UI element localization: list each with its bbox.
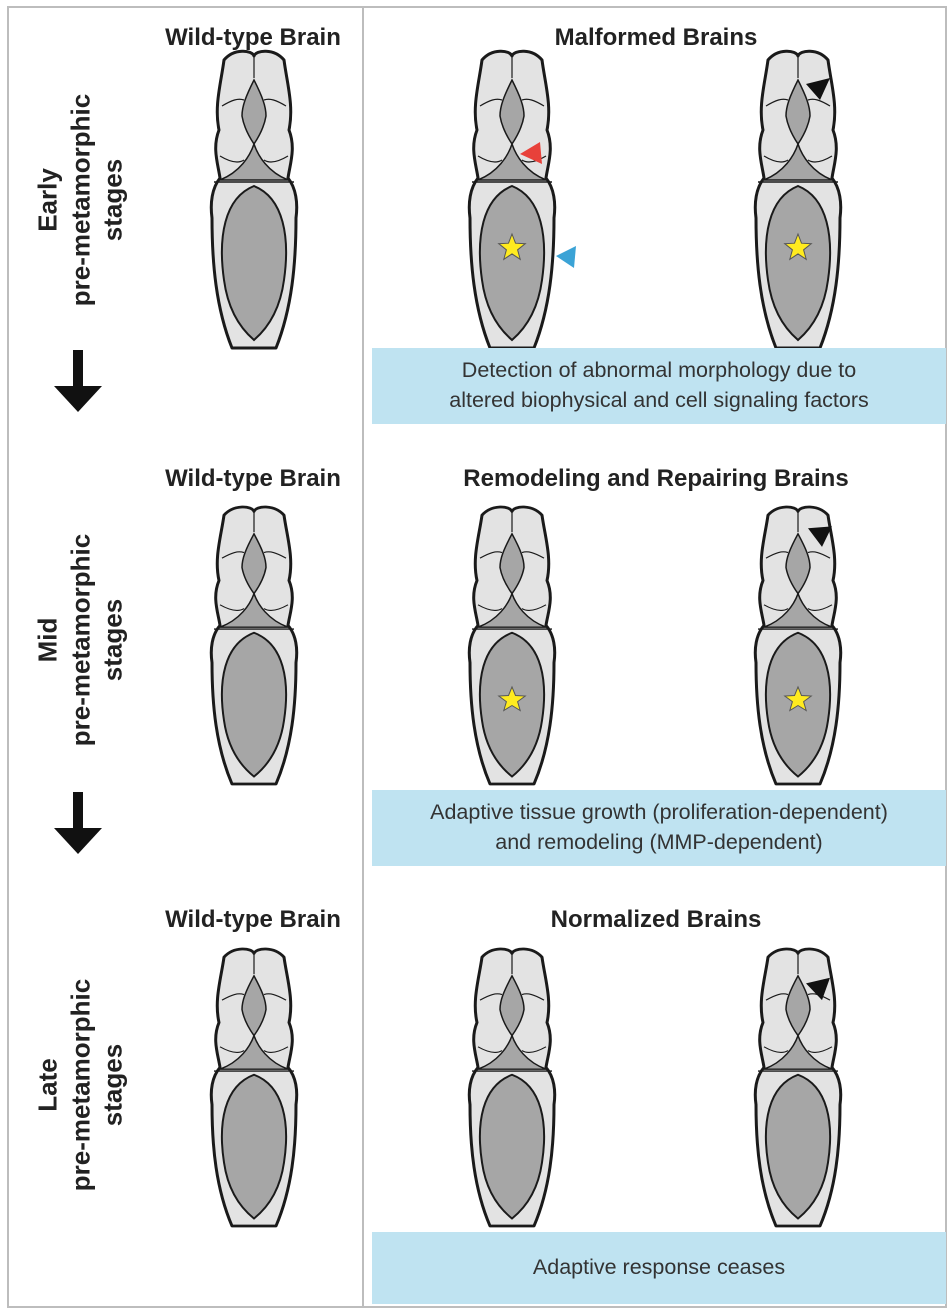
wildtype-brain-late: [184, 946, 324, 1226]
stage-name: Mid: [31, 534, 64, 746]
note-line: and remodeling (MMP-dependent): [372, 828, 946, 858]
note-detection: Detection of abnormal morphology due to …: [372, 348, 946, 424]
down-arrow-icon: [50, 792, 106, 856]
remodeling-title: Remodeling and Repairing Brains: [364, 465, 948, 493]
stage-name: Late: [31, 979, 64, 1191]
normalized-brain-1: [442, 946, 582, 1226]
stage-suffix: stages: [96, 979, 129, 1191]
note-line: altered biophysical and cell signaling f…: [372, 386, 946, 416]
wildtype-title: Wild-type Brain: [140, 906, 366, 934]
stage-suffix: stages: [96, 534, 129, 746]
malformed-brain-2: [728, 48, 868, 348]
wildtype-title: Wild-type Brain: [140, 465, 366, 493]
note-adaptive-growth: Adaptive tissue growth (proliferation-de…: [372, 790, 946, 866]
note-response-ceases: Adaptive response ceases: [372, 1232, 946, 1304]
note-line: Adaptive response ceases: [372, 1253, 946, 1283]
column-divider: [362, 6, 364, 1308]
stage-phase: pre-metamorphic: [64, 979, 97, 1191]
blue-arrowhead-icon: [556, 246, 576, 268]
note-line: Adaptive tissue growth (proliferation-de…: [372, 798, 946, 828]
stage-name: Early: [31, 94, 64, 306]
stage-phase: pre-metamorphic: [64, 94, 97, 306]
stage-phase: pre-metamorphic: [64, 534, 97, 746]
normalized-title: Normalized Brains: [364, 906, 948, 934]
remodeling-brain-2: [728, 504, 868, 784]
remodeling-brain-1: [442, 504, 582, 784]
wildtype-brain-mid: [184, 504, 324, 784]
normalized-brain-2: [728, 946, 868, 1226]
wildtype-brain-early: [184, 48, 324, 348]
down-arrow-icon: [50, 350, 106, 414]
stage-suffix: stages: [96, 94, 129, 306]
malformed-brain-1: [442, 48, 582, 348]
note-line: Detection of abnormal morphology due to: [372, 356, 946, 386]
